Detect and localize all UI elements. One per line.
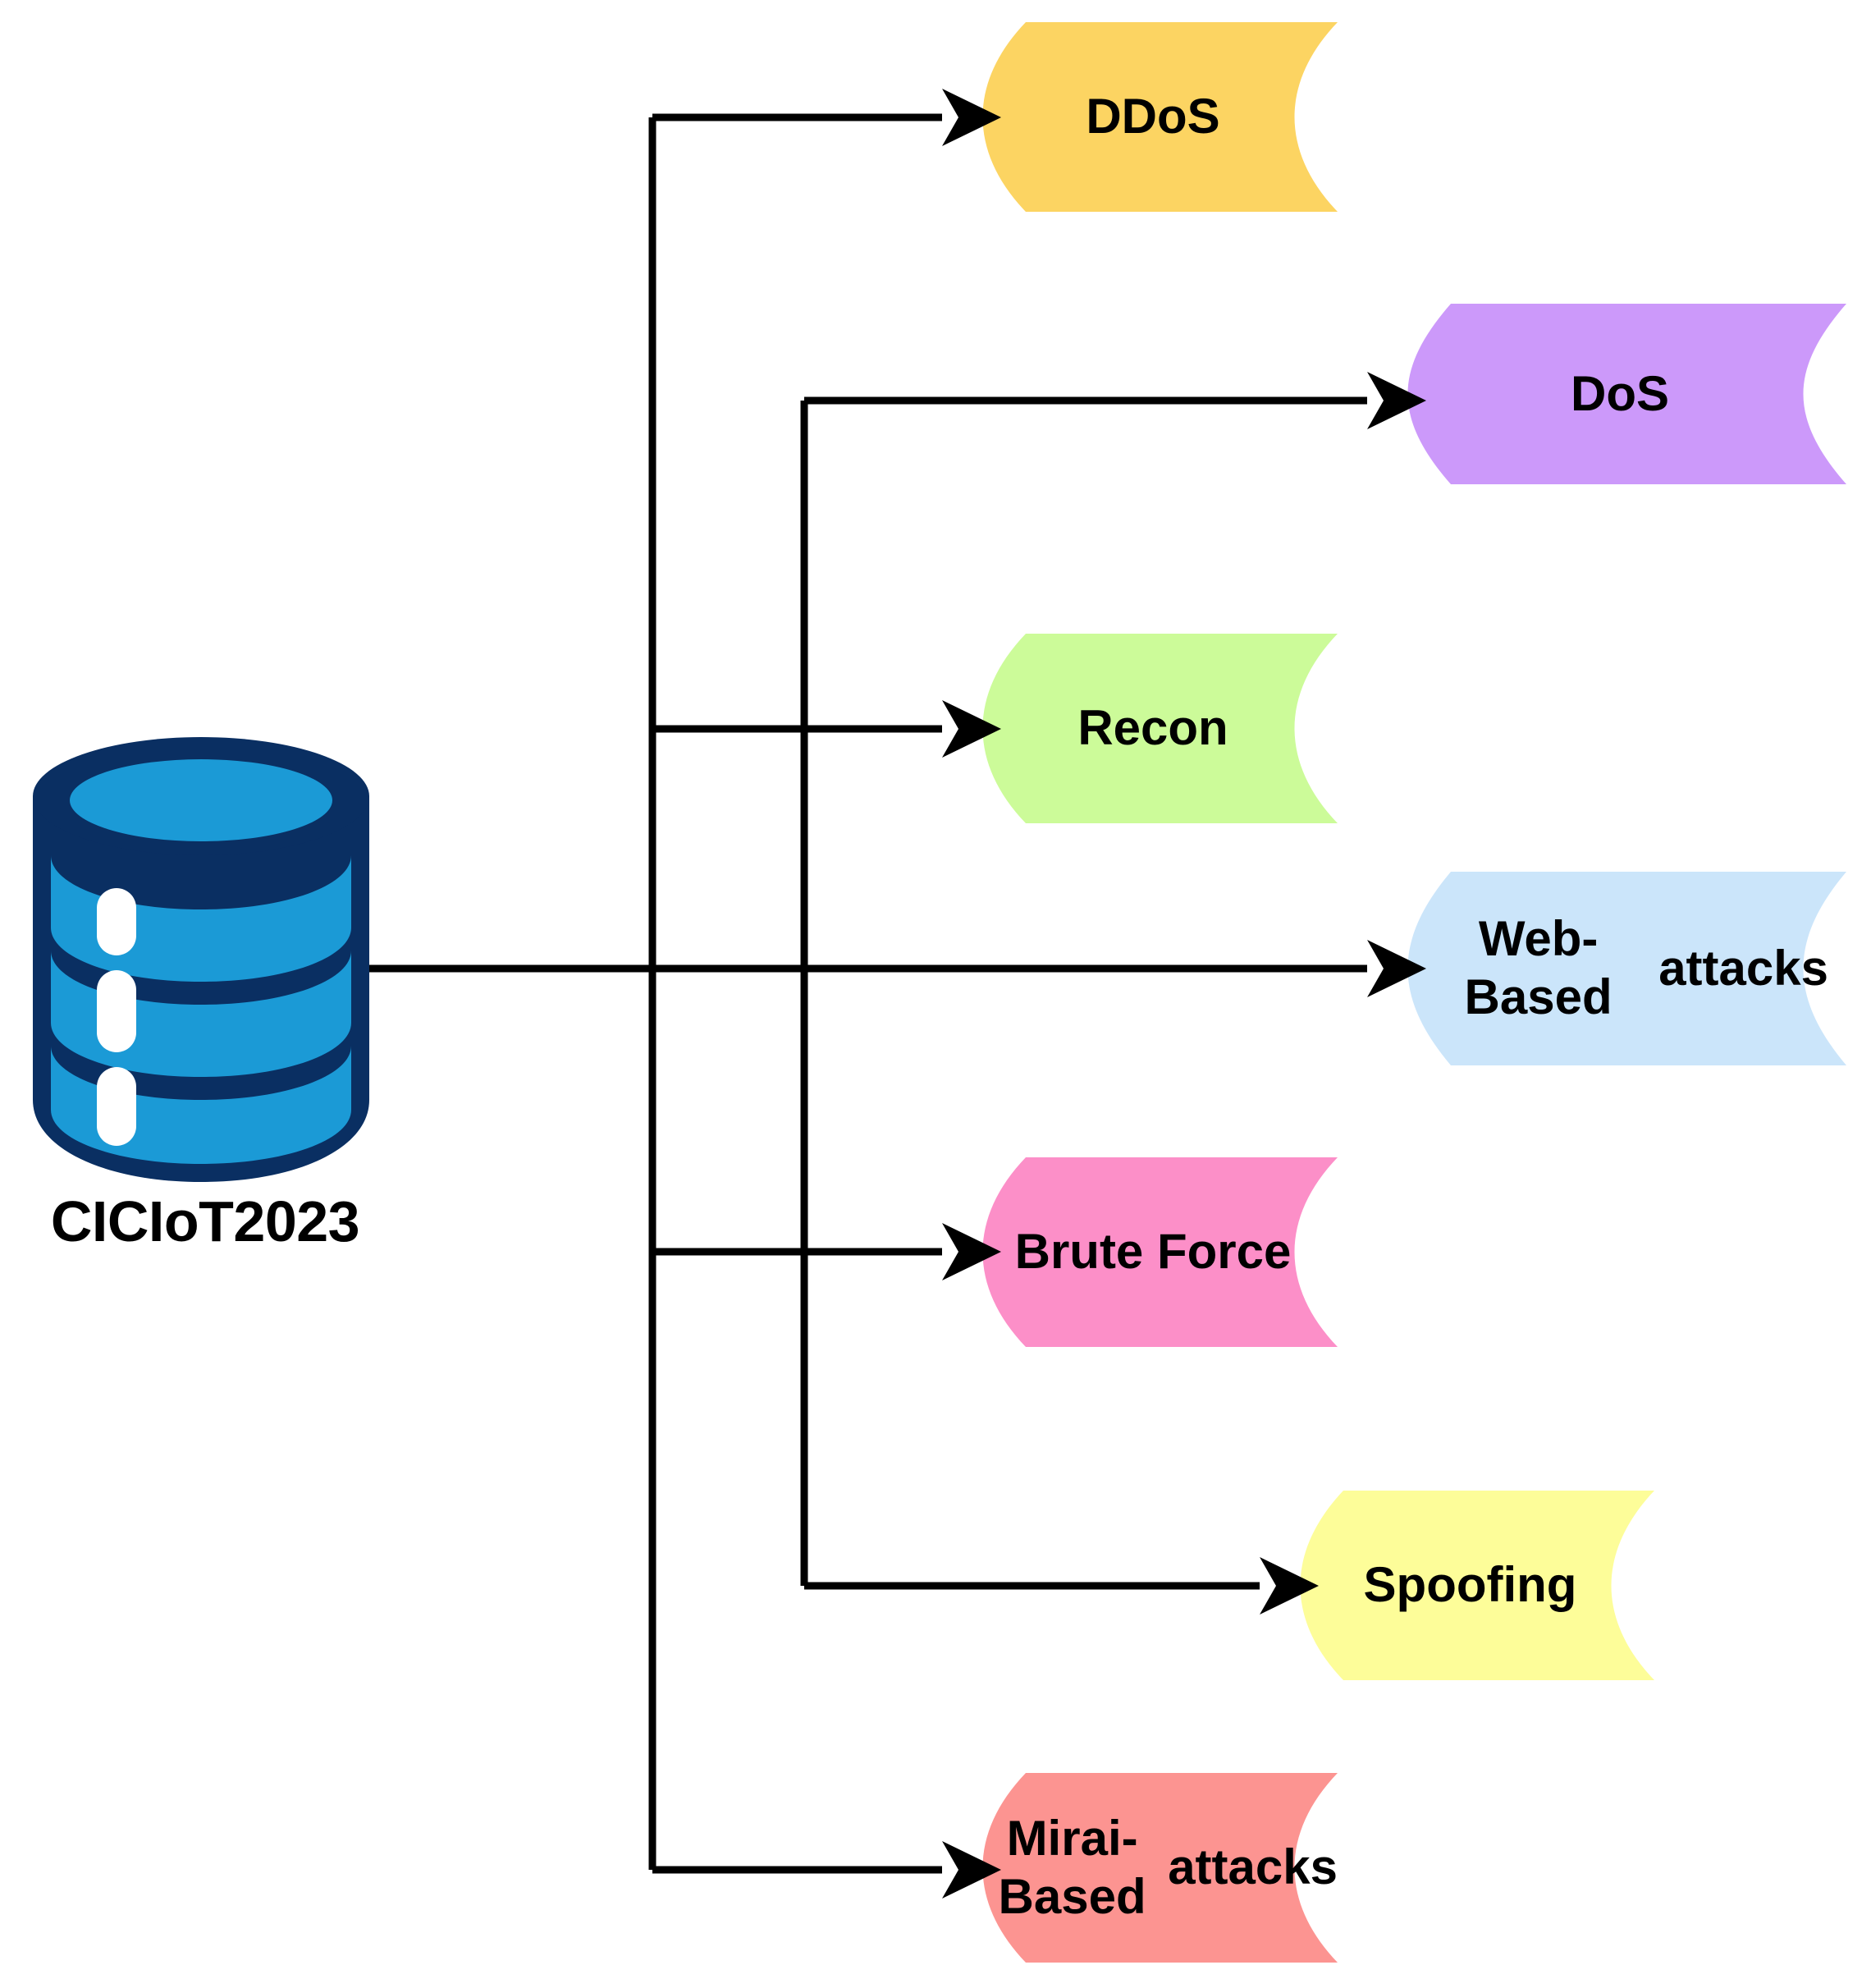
node-shape-recon[interactable] (982, 634, 1338, 823)
node-shape-mirai-based-attacks[interactable] (982, 1773, 1338, 1963)
arrowhead-dos (1367, 372, 1426, 429)
arrowhead-recon (942, 700, 1001, 758)
node-shape-spoofing[interactable] (1300, 1491, 1655, 1680)
node-shape-dos[interactable] (1407, 304, 1847, 484)
arrowhead-ddos (942, 89, 1001, 146)
node-shape-ddos[interactable] (982, 22, 1338, 212)
database-cylinder-icon (33, 737, 369, 1182)
node-shape-web-based-attacks[interactable] (1407, 872, 1847, 1065)
connector-lines (369, 113, 1367, 1874)
arrowhead-brute-force (942, 1223, 1001, 1280)
source-dataset-label: CICIoT2023 (50, 1189, 360, 1253)
arrowhead-spoofing (1260, 1557, 1319, 1615)
arrowhead-mirai-based-attacks (942, 1841, 1001, 1899)
connector-arrowheads (942, 89, 1426, 1899)
node-shape-brute-force[interactable] (982, 1157, 1338, 1347)
arrowhead-web-based-attacks (1367, 940, 1426, 997)
